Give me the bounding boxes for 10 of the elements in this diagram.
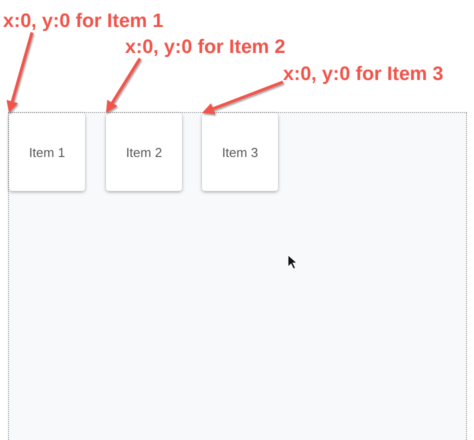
arrow: [106, 58, 142, 113]
dotted-container: [8, 112, 467, 440]
arrow: [6, 32, 34, 113]
item-card: Item 3: [202, 113, 278, 191]
annotation-text: x:0, y:0 for Item 2: [125, 36, 286, 58]
item-card: Item 1: [9, 113, 85, 191]
annotation-text: x:0, y:0 for Item 1: [3, 10, 164, 32]
arrow: [202, 80, 284, 114]
item-card: Item 2: [106, 113, 182, 191]
annotation-text: x:0, y:0 for Item 3: [283, 63, 444, 86]
